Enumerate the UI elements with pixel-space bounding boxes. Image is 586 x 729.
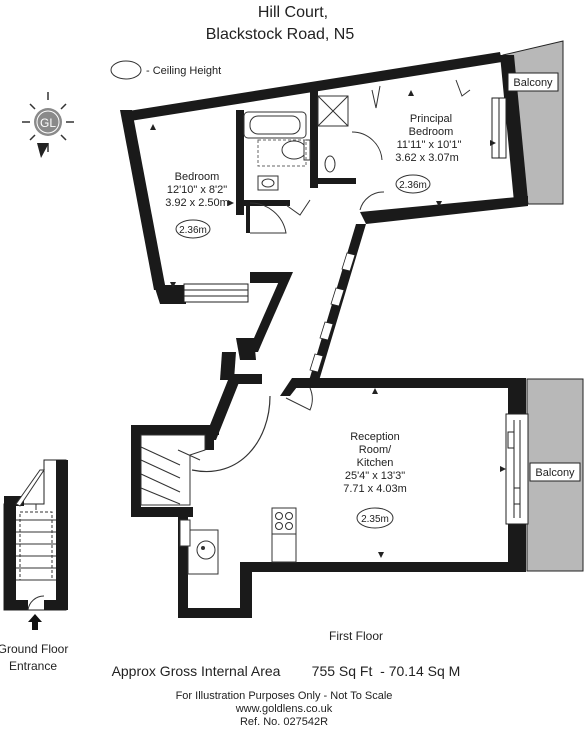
reception-ceiling-ellipse [356, 507, 394, 529]
corridor-windows [309, 252, 356, 373]
bath-sink [257, 175, 279, 191]
ground-floor-label-1: Ground Floor [0, 642, 68, 656]
walls-upper [120, 52, 528, 304]
room-label-bedroom: Bedroom 12'10" x 8'2" 3.92 x 2.50m 2.36m [165, 171, 229, 239]
reception-name-3: Kitchen [357, 457, 394, 469]
kitchen-counter [271, 533, 297, 563]
address-line-1: Hill Court, [258, 4, 328, 21]
walls-corridor [220, 224, 366, 384]
toilet [281, 139, 311, 161]
bathtub [243, 111, 307, 139]
balcony-top-label-box [507, 72, 559, 92]
stairs-upper [140, 434, 206, 506]
reception-name-2: Room/ [359, 444, 392, 456]
stairs-curve [191, 395, 271, 473]
reception-metric: 7.71 x 4.03m [343, 483, 407, 495]
bedroom-imperial: 12'10" x 8'2" [167, 184, 227, 196]
entrance-arrow-icon [28, 614, 42, 630]
reference-number: Ref. No. 027542R [240, 716, 328, 728]
ground-floor-label-2: Entrance [9, 659, 57, 673]
area-value: 755 Sq Ft - 70.14 Sq M [312, 663, 461, 679]
window-reception-right [505, 413, 529, 525]
compass-label: GL [40, 116, 56, 130]
ground-floor-stairs [3, 459, 68, 611]
balcony-right-label: Balcony [535, 467, 575, 479]
principal-metric: 3.62 x 3.07m [395, 152, 459, 164]
area-label: Approx Gross Internal Area [112, 663, 281, 679]
hob [271, 507, 297, 535]
shower [317, 95, 349, 127]
bedroom-ceiling-ellipse [175, 219, 211, 239]
bedroom-ceiling: 2.36m [179, 225, 207, 236]
compass-icon [22, 92, 74, 158]
room-label-principal: Principal Bedroom 11'11" x 10'1" 3.62 x … [395, 113, 462, 194]
dimension-markers [150, 90, 506, 558]
balcony-right-label-box [529, 462, 581, 482]
hall-sink [187, 529, 219, 575]
bedroom-name: Bedroom [175, 171, 220, 183]
walls-lower [131, 378, 526, 618]
principal-imperial: 11'11" x 10'1" [397, 139, 462, 151]
balcony-top-label: Balcony [513, 77, 553, 89]
reception-imperial: 25'4" x 13'3" [345, 470, 405, 482]
window-principal-right [491, 97, 507, 159]
bedroom-metric: 3.92 x 2.50m [165, 197, 229, 209]
reception-name-1: Reception [350, 431, 400, 443]
basin [324, 155, 336, 173]
bathroom-dashed-area [257, 139, 307, 167]
room-label-reception: Reception Room/ Kitchen 25'4" x 13'3" 7.… [343, 431, 407, 529]
principal-ceiling: 2.36m [399, 180, 427, 191]
ceiling-legend-ellipse [110, 60, 142, 80]
address-line-2: Blackstock Road, N5 [206, 26, 355, 43]
reception-ceiling: 2.35m [361, 514, 389, 525]
website: www.goldlens.co.uk [235, 703, 333, 715]
hall-window [179, 519, 191, 547]
principal-name-1: Principal [410, 113, 452, 125]
principal-ceiling-ellipse [395, 174, 431, 194]
principal-name-2: Bedroom [409, 126, 454, 138]
disclaimer: For Illustration Purposes Only - Not To … [176, 690, 393, 702]
floor-label: First Floor [329, 629, 383, 643]
window-bedroom-bottom [183, 283, 249, 303]
ceiling-legend-label: - Ceiling Height [146, 65, 221, 77]
door-arcs-lower [285, 387, 313, 411]
door-arcs-upper [249, 79, 471, 234]
